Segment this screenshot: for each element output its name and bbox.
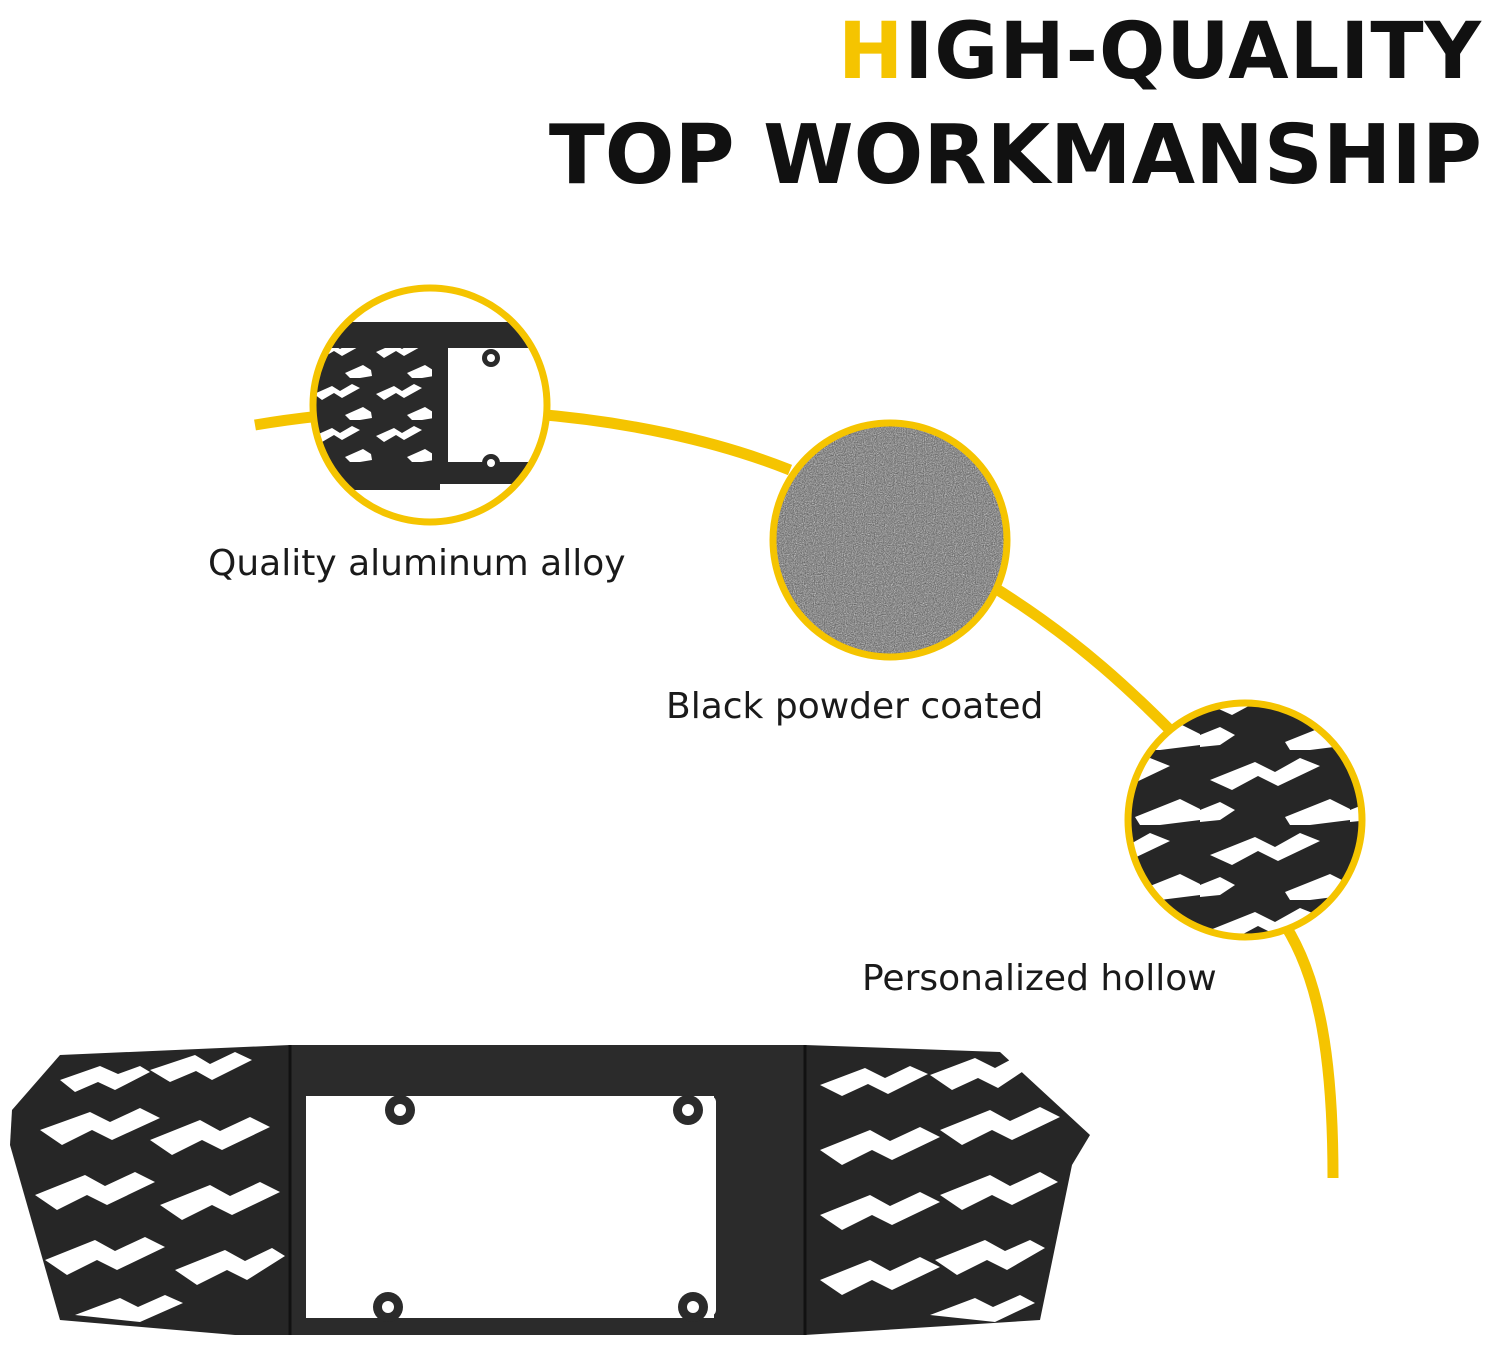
- feature-caption-aluminum: Quality aluminum alloy: [208, 543, 626, 584]
- headline: HIGH-QUALITY TOP WORKMANSHIP: [549, 0, 1482, 208]
- headline-accent-letter: H: [838, 7, 905, 97]
- headline-line-2: TOP WORKMANSHIP: [548, 108, 1482, 203]
- feature-caption-powder-coated: Black powder coated: [666, 686, 1044, 727]
- headline-line-1-rest: IGH-QUALITY: [904, 7, 1482, 97]
- powder-texture-closeup-icon: [769, 419, 1011, 661]
- feature-caption-hollow: Personalized hollow: [862, 958, 1217, 999]
- headline-line-1: HIGH-QUALITY: [549, 0, 1482, 104]
- grille-corner-closeup-icon: [309, 284, 551, 526]
- hollow-pattern-closeup-icon: [1124, 699, 1366, 941]
- license-plate-grille-frame: [10, 1045, 1090, 1335]
